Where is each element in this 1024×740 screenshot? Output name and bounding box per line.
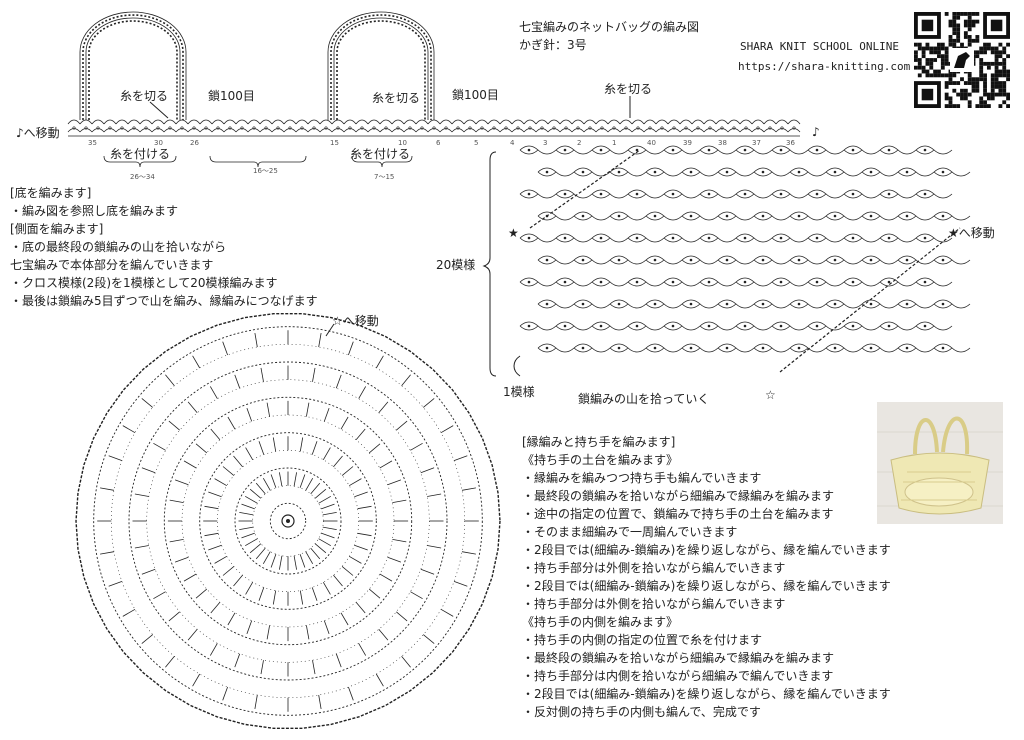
base-step: ・編み図を参照し底を編みます xyxy=(10,204,179,218)
instr-step: ・2段目では(細編み-鎖編み)を繰り返しながら、縁を編んでいきます xyxy=(522,579,891,593)
stitch-number: 3 xyxy=(543,139,548,147)
stitch-number: 5 xyxy=(474,139,479,147)
move-to-hollow-star-label: ☆へ移動 xyxy=(332,314,379,328)
instr-subheading: 《持ち手の内側を編みます》 xyxy=(522,615,679,629)
chain-100-label-right: 鎖100目 xyxy=(452,88,499,102)
instr-step: ・途中の指定の位置で、鎖編みで持ち手の土台を編みます xyxy=(522,507,834,521)
edging-handle-instructions: [縁編みと持ち手を編みます] 《持ち手の土台を編みます》 ・縁編みを編みつつ持ち… xyxy=(522,433,891,721)
star-move-label: ★へ移動 xyxy=(948,226,995,240)
chain-100-label-left: 鎖100目 xyxy=(208,89,255,103)
instr-step: ・縁編みを編みつつ持ち手も編んでいきます xyxy=(522,471,762,485)
stitch-number: 36 xyxy=(786,139,795,147)
stitch-number: 37 xyxy=(752,139,761,147)
edging-diagram xyxy=(67,11,801,168)
stitch-number: 10 xyxy=(398,139,407,147)
stitch-number: 1 xyxy=(612,139,617,147)
stitch-number: 30 xyxy=(154,139,163,147)
stitch-number: 4 xyxy=(510,139,515,147)
chart-title: 七宝編みのネットバッグの編み図 xyxy=(519,20,700,34)
side-step: 七宝編みで本体部分を編んでいきます xyxy=(10,258,214,272)
one-repeat-label: 1模様 xyxy=(503,385,535,399)
instr-step: ・持ち手部分は外側を拾いながら編んでいきます xyxy=(522,561,786,575)
instr-step: ・最終段の鎖編みを拾いながら細編みで縁編みを編みます xyxy=(522,651,835,665)
side-step: ・クロス模様(2段)を1模様として20模様編みます xyxy=(10,276,278,290)
stitch-number: 6 xyxy=(436,139,441,147)
range-label-c: 7〜15 xyxy=(374,173,395,181)
stitch-number: 39 xyxy=(683,139,692,147)
range-label-b: 16〜25 xyxy=(253,167,278,175)
stitch-number: 2 xyxy=(577,139,582,147)
hook-size: かぎ針：3号 xyxy=(519,38,587,52)
pick-up-caption: 鎖編みの山を拾っていく xyxy=(578,392,710,406)
base-instructions: [底を編みます] ・編み図を参照し底を編みます [側面を編みます] ・底の最終段… xyxy=(10,184,318,310)
hollow-star-marker: ☆ xyxy=(765,388,776,402)
side-step: ・底の最終段の鎖編みの山を拾いながら xyxy=(10,240,227,254)
qr-code-icon[interactable] xyxy=(914,12,1010,108)
instr-step: ・持ち手部分は内側を拾いながら細編みで編んでいきます xyxy=(522,669,834,683)
instr-step: ・反対側の持ち手の内側も編んで、完成です xyxy=(522,705,761,719)
cut-thread-label-mid: 糸を切る xyxy=(372,91,421,105)
music-note-end: ♪ xyxy=(812,125,820,139)
stitch-number: 35 xyxy=(88,139,97,147)
instr-step: ・持ち手の内側の指定の位置で糸を付けます xyxy=(522,633,763,647)
instr-heading: [縁編みと持ち手を編みます] xyxy=(522,435,676,449)
school-url[interactable]: https://shara-knitting.com xyxy=(738,60,911,73)
stitch-number: 38 xyxy=(718,139,727,147)
instr-step: ・2段目では(細編み-鎖編み)を繰り返しながら、縁を編んでいきます xyxy=(522,543,891,557)
stitch-number: 40 xyxy=(647,139,656,147)
cut-thread-label-left: 糸を切る xyxy=(120,89,169,103)
attach-thread-label-left: 糸を付ける xyxy=(110,147,171,161)
instr-subheading: 《持ち手の土台を編みます》 xyxy=(522,453,679,467)
cut-thread-label-right: 糸を切る xyxy=(604,82,653,96)
instr-step: ・持ち手部分は外側を拾いながら編んでいきます xyxy=(522,597,786,611)
move-to-note-label: ♪へ移動 xyxy=(16,126,60,140)
attach-thread-label-right: 糸を付ける xyxy=(350,147,411,161)
base-heading: [底を編みます] xyxy=(10,186,92,200)
side-heading: [側面を編みます] xyxy=(10,222,104,236)
repeat-20-label: 20模様 xyxy=(436,258,476,272)
star-start-marker: ★ xyxy=(508,226,519,240)
stitch-number: 26 xyxy=(190,139,199,147)
stitch-number: 15 xyxy=(330,139,339,147)
instr-step: ・そのまま細編みで一周編んでいきます xyxy=(522,525,738,539)
range-label-a: 26〜34 xyxy=(130,173,155,181)
instr-step: ・最終段の鎖編みを拾いながら細編みで縁編みを編みます xyxy=(522,489,835,503)
net-pattern-chart xyxy=(482,145,971,377)
school-name: SHARA KNIT SCHOOL ONLINE xyxy=(740,40,899,53)
instr-step: ・2段目では(細編み-鎖編み)を繰り返しながら、縁を編んでいきます xyxy=(522,687,891,701)
bag-photo xyxy=(877,402,1003,524)
side-step: ・最後は鎖編み5目ずつで山を編み、縁編みにつなげます xyxy=(10,294,318,308)
